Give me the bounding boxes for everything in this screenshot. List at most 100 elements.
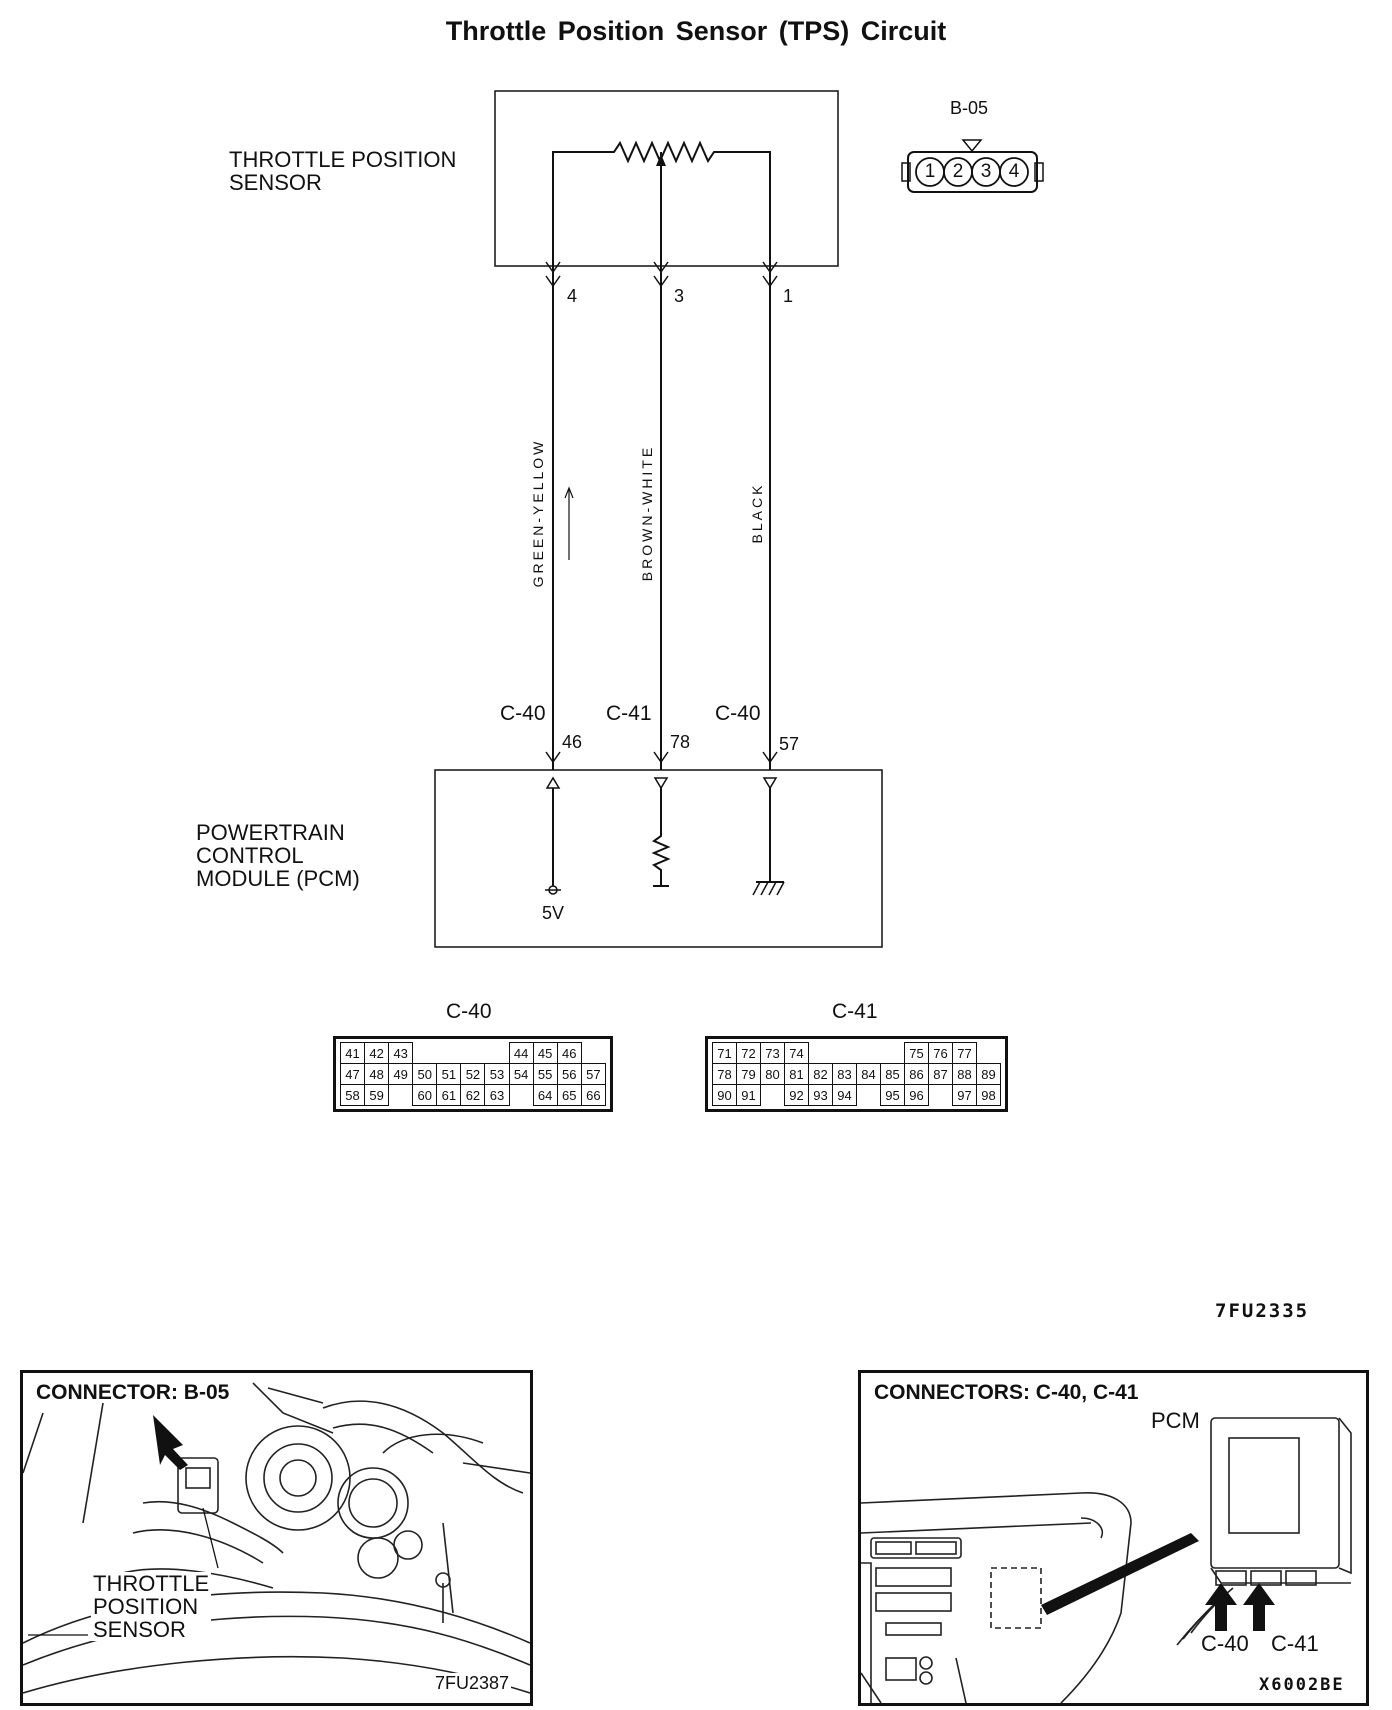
pin-cell-91: 91 <box>736 1084 761 1106</box>
pin-cell-95: 95 <box>880 1084 905 1106</box>
pcm-label-line1: POWERTRAIN <box>196 820 345 845</box>
sensor-pin-4: 4 <box>567 286 578 306</box>
pin-cell-79: 79 <box>736 1063 761 1085</box>
pin-cell-93: 93 <box>808 1084 833 1106</box>
panel-right-title: CONNECTORS: C-40, C-41 <box>874 1381 1139 1404</box>
pin-cell-97: 97 <box>952 1084 977 1106</box>
pin-cell-83: 83 <box>832 1063 857 1085</box>
b05-pin-3: 3 <box>980 161 992 182</box>
pin-cell-42: 42 <box>364 1042 390 1064</box>
pin-cell-66: 66 <box>580 1084 607 1106</box>
pin-cell-empty <box>833 1043 857 1064</box>
sensor-pin-3: 3 <box>674 286 685 306</box>
pin-cell-90: 90 <box>712 1084 737 1106</box>
pin-cell-76: 76 <box>928 1042 953 1064</box>
pin-cell-61: 61 <box>436 1084 462 1106</box>
pin-cell-87: 87 <box>928 1063 953 1085</box>
sensor-label: THROTTLE POSITION SENSOR <box>229 148 456 194</box>
pin-cell-empty <box>761 1085 785 1106</box>
wire-color-brown-white: BROWN-WHITE <box>639 444 655 582</box>
c40-name: C-40 <box>446 1000 492 1023</box>
wire-color-black: BLACK <box>749 482 765 544</box>
pin-cell-empty <box>437 1043 461 1064</box>
pin-cell-94: 94 <box>832 1084 857 1106</box>
pin-cell-empty <box>413 1043 437 1064</box>
pcm-pin-57: 57 <box>779 734 800 754</box>
sensor-pin-1: 1 <box>783 286 794 306</box>
pcm-label: POWERTRAIN CONTROL MODULE (PCM) <box>196 821 360 890</box>
pin-cell-74: 74 <box>784 1042 809 1064</box>
panel-left-title: CONNECTOR: B-05 <box>36 1381 230 1404</box>
pin-cell-88: 88 <box>952 1063 977 1085</box>
pcm-box <box>434 769 883 948</box>
pin-cell-57: 57 <box>580 1063 607 1085</box>
panel-right-pcm-label: PCM <box>1151 1408 1200 1433</box>
pin-cell-empty <box>389 1085 413 1106</box>
sensor-box <box>494 90 839 267</box>
pin-cell-84: 84 <box>856 1063 881 1085</box>
pin-cell-65: 65 <box>556 1084 582 1106</box>
pin-cell-53: 53 <box>484 1063 510 1085</box>
pin-cell-82: 82 <box>808 1063 833 1085</box>
arrow-label-c40: C-40 <box>1201 1631 1249 1656</box>
callout-line3: SENSOR <box>93 1617 186 1642</box>
pin-cell-77: 77 <box>952 1042 977 1064</box>
dashboard-illustration <box>861 1417 1352 1703</box>
pin-cell-73: 73 <box>760 1042 785 1064</box>
panel-left-figure-code: 7FU2387 <box>433 1673 512 1694</box>
engine-illustration <box>23 1382 530 1694</box>
pcm-conn-c41: C-41 <box>606 702 652 725</box>
sensor-pin4-mark <box>545 261 561 274</box>
pin-cell-46: 46 <box>556 1042 582 1064</box>
connector-b05-panel: CONNECTOR: B-05 THROTTLE POSITION SENSOR… <box>20 1370 533 1706</box>
b05-connector-face <box>901 139 1044 193</box>
panel-right-figure-code: X6002BE <box>1259 1675 1345 1695</box>
arrow-label-c41: C-41 <box>1271 1631 1319 1656</box>
pin-cell-empty <box>929 1085 953 1106</box>
pin-cell-80: 80 <box>760 1063 785 1085</box>
sensor-label-line1: THROTTLE POSITION <box>229 147 457 172</box>
pcm-pin-78: 78 <box>670 732 691 752</box>
sensor-pin1-mark <box>762 261 778 274</box>
panel-left-callout: THROTTLE POSITION SENSOR <box>91 1571 212 1642</box>
pin-cell-56: 56 <box>556 1063 582 1085</box>
page-title: Throttle Position Sensor (TPS) Circuit <box>445 16 947 46</box>
pin-cell-empty <box>857 1085 881 1106</box>
pcm-label-line2: CONTROL <box>196 843 304 868</box>
pin-cell-48: 48 <box>364 1063 390 1085</box>
pin-cell-92: 92 <box>784 1084 809 1106</box>
pin-cell-49: 49 <box>388 1063 414 1085</box>
pin-cell-50: 50 <box>412 1063 438 1085</box>
pin-cell-85: 85 <box>880 1063 905 1085</box>
pin-cell-45: 45 <box>532 1042 558 1064</box>
pin-cell-64: 64 <box>532 1084 558 1106</box>
callout-line1: THROTTLE <box>93 1571 210 1596</box>
wire-color-green-yellow: GREEN-YELLOW <box>530 438 546 588</box>
pin-cell-96: 96 <box>904 1084 929 1106</box>
pin-cell-55: 55 <box>532 1063 558 1085</box>
pin-cell-empty <box>857 1043 881 1064</box>
pin-cell-51: 51 <box>436 1063 462 1085</box>
pcm-pin-46: 46 <box>562 732 583 752</box>
pin-cell-89: 89 <box>976 1063 1001 1085</box>
callout-line2: POSITION <box>93 1594 199 1619</box>
potentiometer-resistor <box>552 140 771 264</box>
b05-pin-4: 4 <box>1008 161 1020 182</box>
pin-cell-empty <box>509 1085 533 1106</box>
pin-cell-72: 72 <box>736 1042 761 1064</box>
pin-cell-78: 78 <box>712 1063 737 1085</box>
sensor-label-line2: SENSOR <box>229 170 322 195</box>
pin-cell-63: 63 <box>484 1084 510 1106</box>
pin-cell-54: 54 <box>508 1063 534 1085</box>
figure-code-main: 7FU2335 <box>1215 1300 1310 1322</box>
b05-pin-2: 2 <box>952 161 964 182</box>
